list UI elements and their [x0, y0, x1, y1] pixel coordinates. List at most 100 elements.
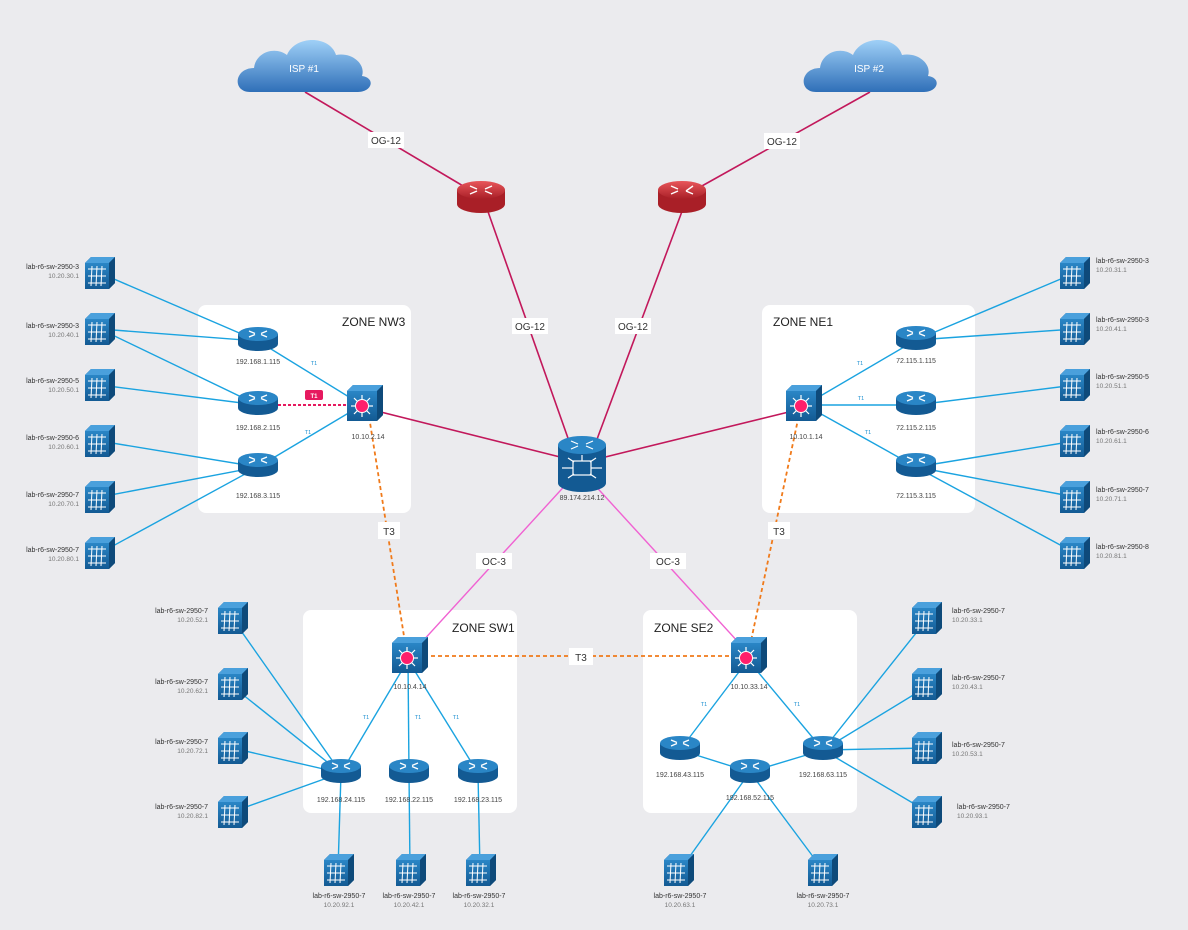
switch-ip: 10.20.51.1: [1096, 383, 1127, 390]
label-t1: T1: [415, 715, 421, 721]
switch-icon: [911, 667, 943, 701]
switch-name: lab-r6-sw-2950-6: [1096, 429, 1149, 436]
cloud-isp1-icon: ISP #1: [237, 40, 371, 92]
label-t1: T1: [858, 396, 864, 402]
switch-name: lab-r6-sw-2950-7: [797, 893, 850, 900]
router-ip: 192.168.52.115: [726, 795, 774, 802]
router-icon: [802, 735, 844, 761]
label-t1: T1: [363, 715, 369, 721]
switch-ip: 10.20.62.1: [177, 688, 208, 695]
switch-name: lab-r6-sw-2950-7: [155, 608, 208, 615]
firewall-icon: [658, 181, 706, 213]
label-core-se2: OC-3: [656, 557, 680, 568]
label-ne1-se2: T3: [773, 527, 785, 538]
label-isp2-fw: OG-12: [767, 137, 797, 148]
switch-ip: 10.20.71.1: [1096, 496, 1127, 503]
switch-name: lab-r6-sw-2950-7: [654, 893, 707, 900]
switch-icon: [217, 731, 249, 765]
switch-name: lab-r6-sw-2950-3: [1096, 317, 1149, 324]
switch-name: lab-r6-sw-2950-7: [155, 679, 208, 686]
label-t1: T1: [857, 361, 863, 367]
label-t1: T1: [305, 430, 311, 436]
router-ip: 72.115.2.115: [896, 425, 936, 432]
switch-name: lab-r6-sw-2950-7: [952, 608, 1005, 615]
switch-icon: [323, 853, 355, 887]
switch-icon: [1059, 312, 1091, 346]
zone-ne1-switch-ip: 10.10.1.14: [789, 434, 822, 441]
router-icon: [457, 758, 499, 784]
switch-ip: 10.20.53.1: [952, 751, 983, 758]
label-t1: T1: [453, 715, 459, 721]
label-isp1-fw: OG-12: [371, 136, 401, 147]
zone-se2-switch-ip: 10.10.33.14: [731, 684, 768, 691]
link-core-ne1: [584, 407, 806, 463]
zone-ne1-title: ZONE NE1: [773, 315, 833, 329]
router-icon: [895, 325, 937, 351]
switch-icon: [84, 312, 116, 346]
router-icon: [895, 452, 937, 478]
switch-name: lab-r6-sw-2950-7: [26, 547, 79, 554]
zone-nw3-switch-ip: 10.10.2.14: [351, 434, 384, 441]
switch-icon: [84, 536, 116, 570]
router-ip: 72.115.1.115: [896, 358, 936, 365]
switch-name: lab-r6-sw-2950-3: [1096, 258, 1149, 265]
switch-ip: 10.20.41.1: [1096, 326, 1127, 333]
switch-name: lab-r6-sw-2950-5: [1096, 374, 1149, 381]
switch-name: lab-r6-sw-2950-3: [26, 323, 79, 330]
switch-icon: [217, 795, 249, 829]
zone-se2-title: ZONE SE2: [654, 621, 714, 635]
zone-se2-panel: [643, 610, 857, 813]
zone-sw1-title: ZONE SW1: [452, 621, 515, 635]
router-ip: 192.168.23.115: [454, 797, 502, 804]
router-icon: [729, 758, 771, 784]
switch-ip: 10.20.63.1: [665, 902, 696, 909]
switch-icon: [84, 480, 116, 514]
label-t1-box: T1: [310, 394, 318, 400]
switch-icon: [465, 853, 497, 887]
switch-icon: [663, 853, 695, 887]
switch-icon: [911, 601, 943, 635]
switch-ip: 10.20.60.1: [48, 444, 79, 451]
label-t1: T1: [794, 702, 800, 708]
switch-name: lab-r6-sw-2950-7: [313, 893, 366, 900]
switch-ip: 10.20.70.1: [48, 501, 79, 508]
switch-ip: 10.20.30.1: [48, 273, 79, 280]
switch-icon: [911, 795, 943, 829]
router-ip: 192.168.1.115: [236, 359, 280, 366]
switch-name: lab-r6-sw-2950-7: [952, 675, 1005, 682]
link-nw3-sw1: [367, 409, 408, 656]
switch-name: lab-r6-sw-2950-7: [952, 742, 1005, 749]
core-router-icon: [558, 436, 606, 492]
switch-ip: 10.20.32.1: [464, 902, 495, 909]
switch-icon: [217, 667, 249, 701]
switch-icon: [807, 853, 839, 887]
switch-name: lab-r6-sw-2950-8: [1096, 544, 1149, 551]
firewall-icon: [457, 181, 505, 213]
switch-icon: [1059, 536, 1091, 570]
switch-ip: 10.20.73.1: [808, 902, 839, 909]
cloud-isp1-label: ISP #1: [289, 64, 319, 75]
router-ip: 72.115.3.115: [896, 493, 936, 500]
router-icon: [659, 735, 701, 761]
switch-ip: 10.20.93.1: [957, 813, 988, 820]
switch-name: lab-r6-sw-2950-7: [383, 893, 436, 900]
switch-name: lab-r6-sw-2950-7: [957, 804, 1010, 811]
label-sw1-se2: T3: [575, 653, 587, 664]
switch-name: lab-r6-sw-2950-7: [453, 893, 506, 900]
switch-name: lab-r6-sw-2950-6: [26, 435, 79, 442]
l3-switch-icon: [785, 384, 823, 422]
switch-ip: 10.20.33.1: [952, 617, 983, 624]
l3-switch-icon: [346, 384, 384, 422]
router-ip: 192.168.22.115: [385, 797, 433, 804]
switch-ip: 10.20.81.1: [1096, 553, 1127, 560]
router-icon: [320, 758, 362, 784]
router-ip: 192.168.2.115: [236, 425, 280, 432]
router-ip: 192.168.63.115: [799, 772, 847, 779]
switch-ip: 10.20.50.1: [48, 387, 79, 394]
router-ip: 192.168.43.115: [656, 772, 704, 779]
cloud-isp2-icon: ISP #2: [803, 40, 937, 92]
switch-name: lab-r6-sw-2950-7: [155, 739, 208, 746]
switch-ip: 10.20.31.1: [1096, 267, 1127, 274]
label-t1: T1: [865, 430, 871, 436]
switch-icon: [84, 256, 116, 290]
